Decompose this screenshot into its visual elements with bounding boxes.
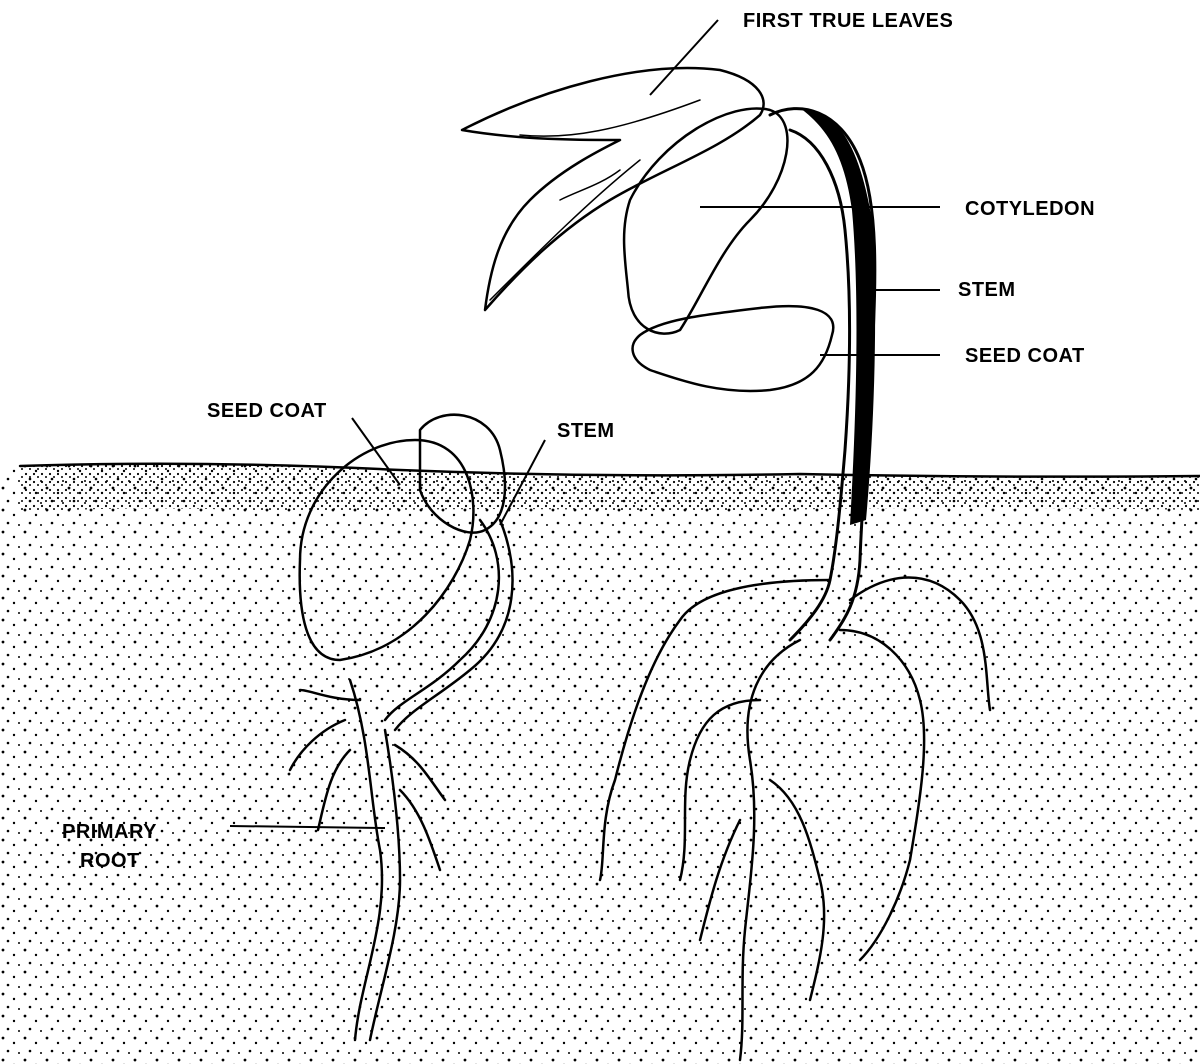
- label-seed-coat-left: SEED COAT: [207, 400, 327, 422]
- soil: [0, 464, 1200, 1064]
- cotyledon: [624, 108, 787, 333]
- label-seed-coat-right: SEED COAT: [965, 345, 1085, 367]
- soil-area: [0, 464, 1200, 1064]
- label-stem-right: STEM: [958, 279, 1016, 301]
- label-primary-root-line2: ROOT: [80, 850, 140, 872]
- leader-first-true-leaves: [650, 20, 718, 95]
- first-true-leaves: [462, 68, 764, 310]
- seed-coat-right: [633, 306, 834, 391]
- soil-surface-dense: [20, 464, 1200, 512]
- label-stem-left: STEM: [557, 420, 615, 442]
- label-cotyledon: COTYLEDON: [965, 198, 1095, 220]
- label-first-true-leaves: FIRST TRUE LEAVES: [743, 10, 953, 32]
- label-primary-root-line1: PRIMARY: [62, 821, 157, 843]
